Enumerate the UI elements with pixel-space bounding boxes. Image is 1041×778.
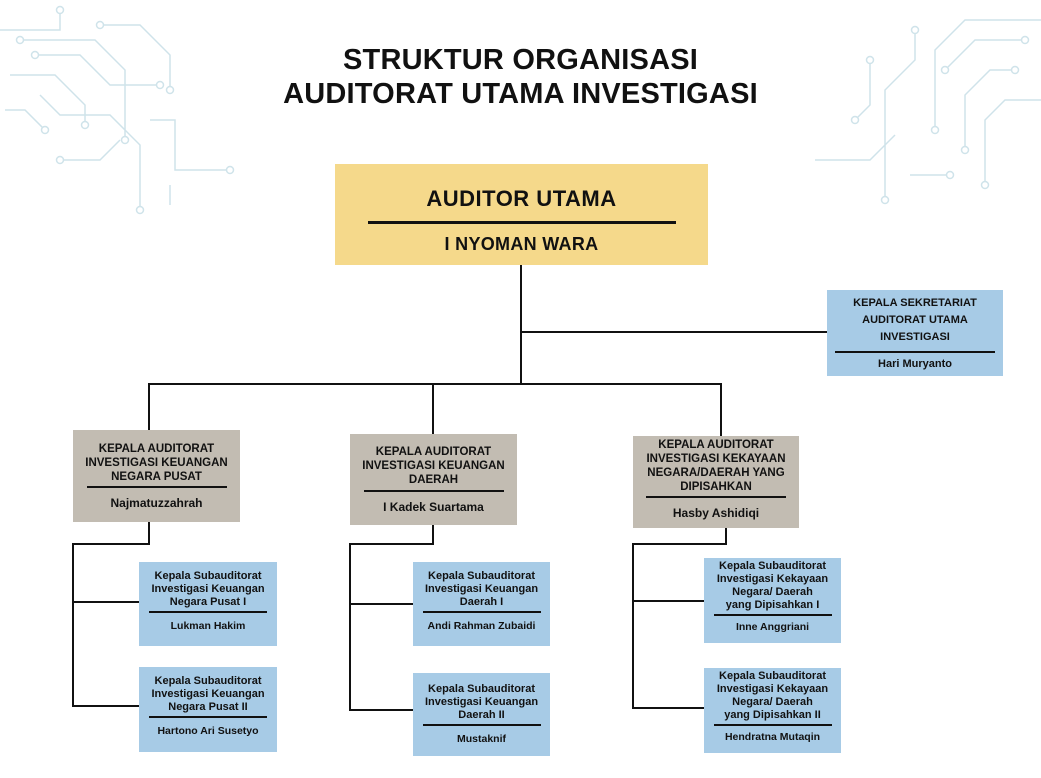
person-name: Hasby Ashidiqi bbox=[672, 506, 760, 520]
page-title-line-1: STRUKTUR ORGANISASI bbox=[342, 44, 699, 76]
role-title: Kepala Subauditorat Investigasi Keuangan… bbox=[151, 675, 265, 713]
role-title: AUDITOR UTAMA bbox=[426, 186, 617, 211]
secretariat-box: KEPALA SEKRETARIAT AUDITORAT UTAMA INVES… bbox=[827, 290, 1003, 376]
subauditorat-box-pusat-1: Kepala Subauditorat Investigasi Keuangan… bbox=[139, 562, 277, 646]
person-name: Inne Anggriani bbox=[735, 621, 810, 633]
subauditorat-box-daerah-2: Kepala Subauditorat Investigasi Keuangan… bbox=[413, 673, 550, 756]
auditorat-box-negara-pusat: KEPALA AUDITORAT INVESTIGASI KEUANGAN NE… bbox=[73, 430, 240, 522]
divider bbox=[422, 611, 541, 613]
role-title: KEPALA AUDITORAT INVESTIGASI KEUANGAN NE… bbox=[85, 443, 228, 483]
circuit-decoration-right bbox=[815, 19, 1041, 205]
role-title: Kepala Subauditorat Investigasi Keuangan… bbox=[424, 683, 539, 721]
subauditorat-box-kekayaan-1: Kepala Subauditorat Investigasi Kekayaan… bbox=[704, 558, 841, 643]
divider bbox=[835, 351, 995, 353]
role-title: Kepala Subauditorat Investigasi Kekayaan… bbox=[716, 560, 829, 611]
subauditorat-box-daerah-1: Kepala Subauditorat Investigasi Keuangan… bbox=[413, 562, 550, 646]
divider bbox=[149, 611, 267, 613]
person-name: Andi Rahman Zubaidi bbox=[427, 620, 536, 632]
person-name: Hendratna Mutaqin bbox=[724, 731, 821, 743]
divider bbox=[713, 724, 832, 726]
divider bbox=[646, 496, 786, 498]
role-title: Kepala Subauditorat Investigasi Kekayaan… bbox=[716, 670, 829, 721]
role-title: KEPALA SEKRETARIAT AUDITORAT UTAMA INVES… bbox=[853, 297, 977, 343]
divider bbox=[422, 724, 541, 726]
role-title: KEPALA AUDITORAT INVESTIGASI KEUANGAN DA… bbox=[362, 446, 505, 486]
divider bbox=[713, 614, 832, 616]
person-name: Hari Muryanto bbox=[878, 358, 952, 370]
divider bbox=[86, 486, 227, 488]
person-name: Mustaknif bbox=[456, 733, 506, 745]
person-name: Hartono Ari Susetyo bbox=[157, 725, 259, 737]
auditorat-box-kekayaan: KEPALA AUDITORAT INVESTIGASI KEKAYAAN NE… bbox=[633, 436, 799, 528]
person-name: I Kadek Suartama bbox=[383, 500, 484, 514]
person-name: I NYOMAN WARA bbox=[444, 234, 599, 254]
auditorat-box-daerah: KEPALA AUDITORAT INVESTIGASI KEUANGAN DA… bbox=[350, 434, 517, 525]
subauditorat-box-pusat-2: Kepala Subauditorat Investigasi Keuangan… bbox=[139, 667, 277, 752]
divider bbox=[367, 221, 676, 224]
person-name: Najmatuzzahrah bbox=[110, 496, 203, 510]
page-title-line-2: AUDITORAT UTAMA INVESTIGASI bbox=[283, 78, 758, 110]
role-title: Kepala Subauditorat Investigasi Keuangan… bbox=[424, 570, 539, 608]
role-title: Kepala Subauditorat Investigasi Keuangan… bbox=[151, 570, 265, 608]
divider bbox=[149, 716, 267, 718]
subauditorat-box-kekayaan-2: Kepala Subauditorat Investigasi Kekayaan… bbox=[704, 668, 841, 753]
divider bbox=[363, 490, 504, 492]
role-title: KEPALA AUDITORAT INVESTIGASI KEKAYAAN NE… bbox=[646, 439, 786, 493]
auditor-utama-box: AUDITOR UTAMA I NYOMAN WARA bbox=[335, 164, 708, 265]
circuit-decoration-left bbox=[0, 5, 235, 215]
person-name: Lukman Hakim bbox=[170, 620, 246, 632]
